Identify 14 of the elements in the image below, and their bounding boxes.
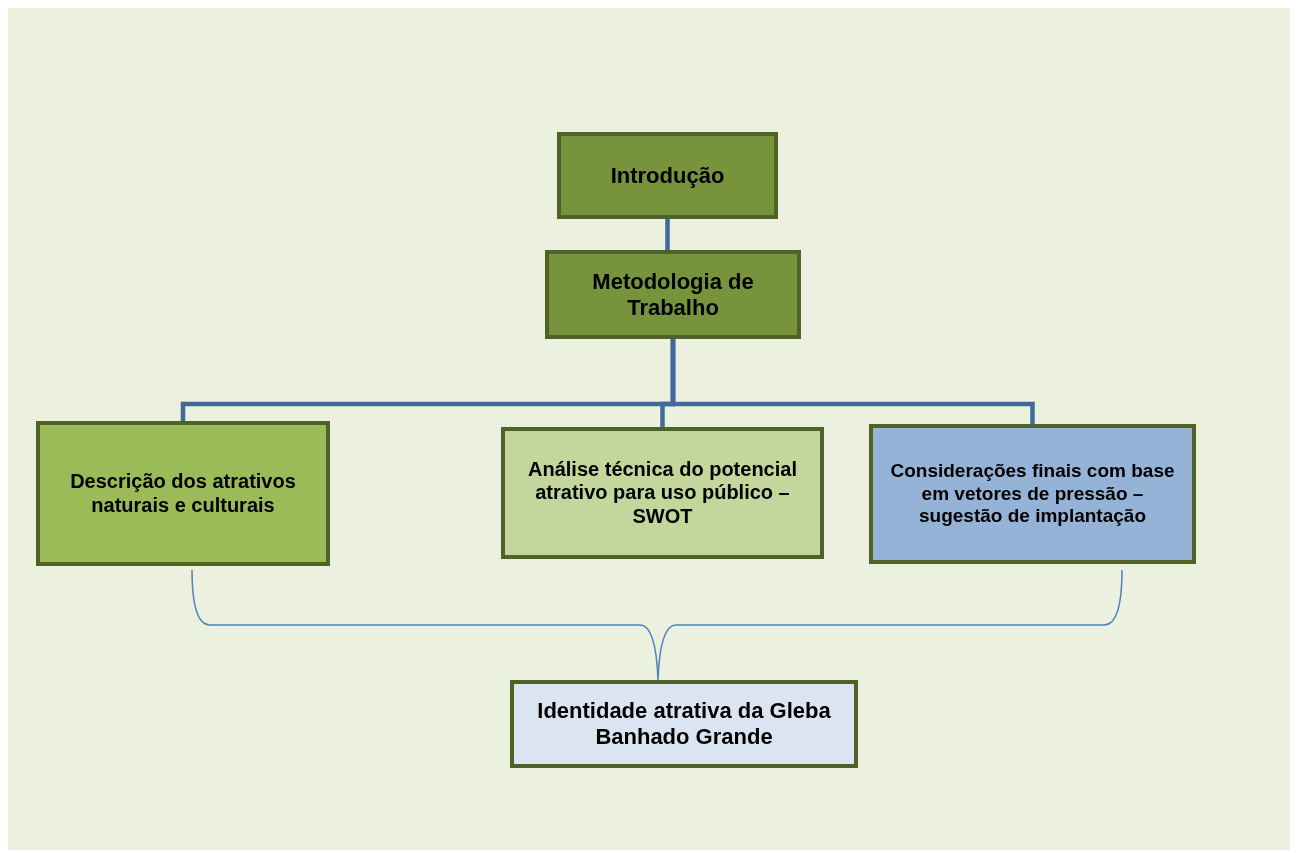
process-box <box>869 424 1196 564</box>
connector-line <box>665 219 670 250</box>
box-label: Identidade atrativa da Gleba Banhado Grande <box>536 698 832 750</box>
box-label: Metodologia de Trabalho <box>591 268 755 321</box>
box-label: Análise técnica do potencial atrativo para uso público – SWOT <box>527 457 798 529</box>
process-box <box>510 680 858 768</box>
box-label: Introdução <box>610 162 725 189</box>
process-box <box>545 250 801 339</box>
process-box <box>557 132 778 219</box>
box-label: Considerações finais com base em vetores de pressão – sugestão de implantação <box>889 460 1176 528</box>
connector-line <box>670 339 1035 424</box>
process-box <box>36 421 330 566</box>
box-label: Descrição dos atrativos naturais e culturais <box>69 469 297 518</box>
process-box <box>501 427 824 559</box>
